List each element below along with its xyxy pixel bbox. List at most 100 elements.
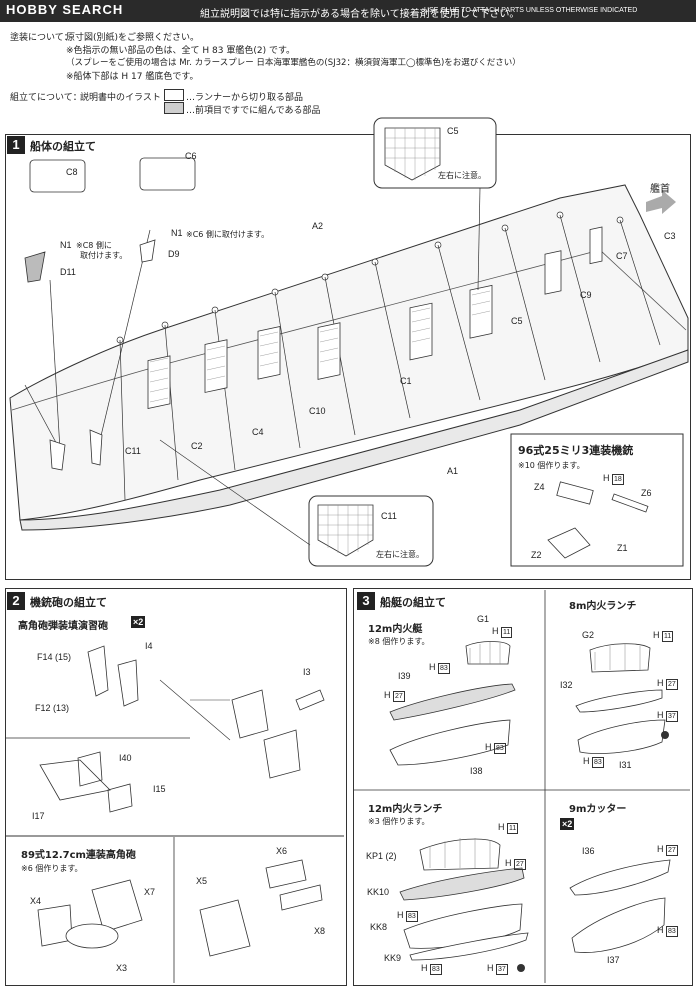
label-h27-d: H 27	[657, 844, 678, 856]
section-3-number: 3	[357, 592, 375, 610]
mg-title: 96式25ミリ3連装機銃	[518, 444, 634, 457]
label-x7: X7	[144, 887, 156, 897]
section-1-frame	[5, 134, 691, 580]
label-i4: I4	[145, 641, 153, 651]
label-c2: C2	[191, 441, 203, 451]
label-c5-inset-note: 左右に注意。	[438, 171, 486, 180]
label-c5: C5	[511, 316, 523, 326]
label-i39: I39	[398, 671, 411, 681]
page-header: HOBBY SEARCH 組立説明図では特に指示がある場合を除いて接着剤を使用し…	[0, 0, 696, 22]
label-i36: I36	[582, 846, 595, 856]
label-kp1: KP1 (2)	[366, 851, 397, 861]
label-i40: I40	[119, 753, 132, 763]
label-c11-inset-note: 左右に注意。	[376, 550, 424, 559]
sub-1-title: 高角砲弾装填演習砲	[18, 621, 108, 632]
assembly-lead: 説明書中のイラスト	[80, 93, 161, 103]
label-c10: C10	[309, 406, 326, 416]
bow-label: 艦首	[650, 184, 670, 195]
label-c9: C9	[580, 290, 592, 300]
label-h83-f: H 83	[657, 925, 678, 937]
label-c5-inset: C5	[447, 126, 459, 136]
sub-1-x2: ×2	[131, 616, 146, 628]
label-i15: I15	[153, 784, 166, 794]
section-3-title: 船艇の組立て	[380, 596, 446, 609]
paint-line-3: （スプレーをご使用の場合は Mr. カラースプレー 日本海軍軍艦色の(SJ32：…	[66, 58, 521, 68]
label-h18: H 18	[603, 473, 624, 485]
legend-gray-swatch	[164, 102, 184, 114]
label-h11-a: H 11	[492, 626, 513, 638]
label-h83-a: H 83	[429, 662, 450, 674]
label-g1: G1	[477, 614, 490, 624]
section-2-frame	[5, 588, 347, 986]
section-1-number: 1	[7, 136, 25, 154]
label-i17: I17	[32, 811, 45, 821]
label-kk9: KK9	[384, 953, 402, 963]
label-i38: I38	[470, 766, 483, 776]
boat-1-note: ※8 個作ります。	[368, 637, 430, 646]
label-f12: F12 (13)	[35, 703, 70, 713]
boat-3-title: 12m内火ランチ	[368, 804, 443, 815]
label-h37-b: H 37	[487, 963, 508, 975]
mg-note: ※10 個作ります。	[518, 461, 585, 470]
paint-heading: 塗装について：	[10, 33, 73, 43]
label-x6: X6	[276, 846, 288, 856]
label-z2: Z2	[531, 550, 542, 560]
logo: HOBBY SEARCH	[6, 2, 124, 17]
sub-2-note: ※6 個作ります。	[21, 864, 83, 873]
label-h83-d: H 83	[397, 910, 418, 922]
label-z4: Z4	[534, 482, 545, 492]
label-d11: D11	[60, 267, 76, 277]
label-n1-b-note: ※C6 側に取付けます。	[186, 230, 270, 239]
label-h83-c: H 83	[583, 756, 604, 768]
label-a1: A1	[447, 466, 459, 476]
legend-gray: …前項目ですでに組んである部品	[186, 106, 321, 116]
section-2-title: 機銃砲の組立て	[30, 596, 107, 609]
label-i37: I37	[607, 955, 620, 965]
label-i31: I31	[619, 760, 632, 770]
boat-2-title: 8m内火ランチ	[569, 601, 637, 612]
label-i32: I32	[560, 680, 573, 690]
label-n1-a-note-2: 取付けます。	[80, 251, 128, 260]
label-c8: C8	[66, 167, 78, 177]
boat-1-title: 12m内火艇	[368, 624, 423, 635]
label-c6: C6	[185, 151, 197, 161]
legend-white-swatch	[164, 89, 184, 101]
label-kk10: KK10	[367, 887, 390, 897]
label-h37-a: H 37	[657, 710, 678, 722]
label-x8: X8	[314, 926, 326, 936]
section-1-title: 船体の組立て	[30, 140, 96, 153]
label-h27-a: H 27	[384, 690, 405, 702]
label-h83-e: H 83	[421, 963, 442, 975]
label-x4: X4	[30, 896, 42, 906]
label-f14: F14 (15)	[37, 652, 72, 662]
sub-2-title: 89式12.7cm連装高角砲	[21, 850, 136, 861]
section-2-number: 2	[7, 592, 25, 610]
label-i3: I3	[303, 667, 311, 677]
boat-4-title: 9mカッター	[569, 804, 627, 815]
label-n1-b: N1	[171, 228, 183, 238]
label-c11: C11	[125, 446, 141, 456]
section-3-frame	[353, 588, 693, 986]
legend-white: …ランナーから切り取る部品	[186, 93, 304, 103]
label-h27-b: H 27	[657, 678, 678, 690]
label-d9: D9	[168, 249, 180, 259]
glue-note-jp: 組立説明図では特に指示がある場合を除いて接着剤を使用して下さい。	[200, 9, 520, 20]
boat-3-note: ※3 個作ります。	[368, 817, 430, 826]
label-n1-a-note-1: ※C8 側に	[76, 241, 112, 250]
label-h11-c: H 11	[498, 822, 519, 834]
label-c3: C3	[664, 231, 676, 241]
label-n1-a: N1	[60, 240, 72, 250]
label-z6: Z6	[641, 488, 652, 498]
label-h27-c: H 27	[505, 858, 526, 870]
label-h11-b: H 11	[653, 630, 674, 642]
boat-4-x2: ×2	[560, 818, 575, 830]
label-c7: C7	[616, 251, 628, 261]
paint-line-4: ※船体下部は H 17 艦底色です。	[66, 72, 199, 82]
label-c1: C1	[400, 376, 412, 386]
label-h83-b: H 83	[485, 742, 506, 754]
paint-line-2: ※色指示の無い部品の色は、全て H 83 軍艦色(2) です。	[66, 46, 296, 56]
assembly-heading: 組立てについて：	[10, 93, 82, 103]
label-g2: G2	[582, 630, 595, 640]
label-kk8: KK8	[370, 922, 388, 932]
label-c11-inset: C11	[381, 511, 397, 521]
